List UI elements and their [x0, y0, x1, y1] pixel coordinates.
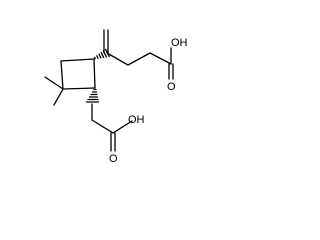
upper-side-chain [103, 29, 174, 80]
carbonyl-oxygen-label-bottom: O [109, 153, 118, 165]
ring-bond-left [60, 60, 64, 90]
lower-side-chain [91, 103, 133, 152]
chemical-structure: OH O OH O [44, 29, 188, 165]
methyl-bond-2 [53, 88, 64, 106]
carbonyl-oxygen-label-top: O [167, 81, 176, 93]
chain-bond-3 [149, 52, 172, 65]
hydroxyl-label-bottom: OH [128, 114, 145, 126]
ring-bond-top [60, 58, 95, 62]
hashed-wedge-upper [93, 48, 110, 60]
chain-bond-1 [106, 52, 129, 66]
chain-bond-2 [127, 52, 151, 66]
ring-bond-right [93, 58, 96, 89]
methyl-bond-1 [44, 76, 64, 90]
chain-bond-5 [91, 119, 114, 134]
hashed-wedge-lower [85, 88, 100, 103]
hydroxyl-label-top: OH [171, 37, 188, 49]
cyclobutane-ring [60, 58, 96, 90]
carboxyl-oh-bond-lower [112, 120, 133, 134]
gem-dimethyl [44, 76, 64, 106]
ring-bond-bottom [62, 87, 96, 90]
